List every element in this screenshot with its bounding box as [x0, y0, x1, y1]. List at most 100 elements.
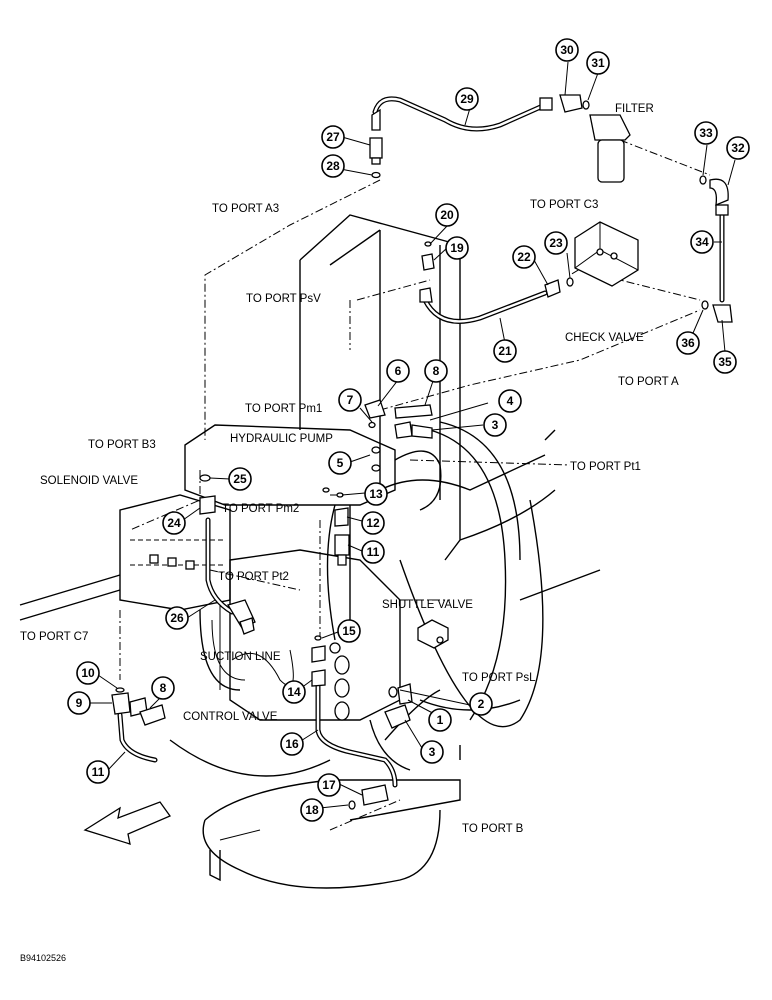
fittings [111, 94, 733, 810]
svg-text:36: 36 [681, 336, 695, 350]
svg-text:8: 8 [433, 364, 440, 378]
svg-text:3: 3 [492, 418, 499, 432]
callout-27: 27 [321, 125, 345, 149]
svg-text:24: 24 [167, 516, 181, 530]
callout-19: 19 [445, 236, 469, 260]
svg-text:17: 17 [322, 778, 336, 792]
callout-8-lower: 8 [151, 676, 175, 700]
callout-9: 9 [67, 691, 91, 715]
callout-6: 6 [386, 359, 410, 383]
callout-7: 7 [338, 388, 362, 412]
label-to-port-c3: TO PORT C3 [530, 199, 598, 211]
callout-12: 12 [361, 511, 385, 535]
callout-35: 35 [713, 350, 737, 374]
label-to-port-a: TO PORT A [618, 376, 679, 388]
callout-1: 1 [428, 708, 452, 732]
svg-text:34: 34 [695, 235, 709, 249]
label-to-port-pm2: TO PORT Pm2 [222, 503, 299, 515]
callout-30: 30 [555, 38, 579, 62]
svg-text:4: 4 [507, 394, 514, 408]
callout-25: 25 [228, 467, 252, 491]
callout-23: 23 [544, 231, 568, 255]
label-to-port-psv: TO PORT PsV [246, 293, 321, 305]
svg-text:15: 15 [342, 624, 356, 638]
callout-24: 24 [162, 511, 186, 535]
svg-text:13: 13 [369, 487, 383, 501]
label-to-port-psl: TO PORT PsL [462, 672, 536, 684]
svg-text:28: 28 [326, 159, 340, 173]
svg-text:7: 7 [347, 393, 354, 407]
svg-text:2: 2 [478, 697, 485, 711]
callout-36: 36 [676, 331, 700, 355]
svg-text:18: 18 [305, 803, 319, 817]
label-to-port-pt2: TO PORT Pt2 [218, 571, 289, 583]
callout-4: 4 [498, 389, 522, 413]
frame-outlines [19, 214, 601, 889]
label-solenoid-valve: SOLENOID VALVE [40, 475, 138, 487]
svg-text:11: 11 [367, 545, 380, 559]
svg-text:31: 31 [591, 56, 605, 70]
label-filter: FILTER [615, 103, 654, 115]
callout-22: 22 [512, 245, 536, 269]
svg-text:27: 27 [326, 130, 340, 144]
svg-text:1: 1 [437, 713, 444, 727]
callout-28: 28 [321, 154, 345, 178]
label-hydraulic-pump-text: HYDRAULIC PUMP [230, 433, 333, 445]
callout-33: 33 [694, 121, 718, 145]
callout-2: 2 [469, 692, 493, 716]
label-check-valve: CHECK VALVE [565, 332, 644, 344]
callout-leaders [90, 61, 736, 809]
svg-text:10: 10 [81, 666, 95, 680]
drawing-code: B94102526 [20, 953, 66, 963]
hoses [117, 96, 725, 788]
svg-text:33: 33 [699, 126, 713, 140]
svg-text:19: 19 [450, 241, 464, 255]
label-to-port-pt1: TO PORT Pt1 [570, 461, 641, 473]
callout-11: 11 [361, 540, 385, 564]
front-arrow [83, 801, 171, 845]
port-leaders [119, 139, 711, 831]
svg-text:22: 22 [517, 250, 531, 264]
svg-text:14: 14 [287, 685, 301, 699]
svg-text:12: 12 [366, 516, 380, 530]
svg-text:16: 16 [285, 737, 299, 751]
callout-29: 29 [455, 87, 479, 111]
label-control-valve: CONTROL VALVE [183, 711, 278, 723]
label-shuttle-valve: SHUTTLE VALVE [382, 599, 473, 611]
label-to-port-pm1: TO PORT Pm1 [245, 403, 322, 415]
svg-text:21: 21 [498, 344, 512, 358]
callout-18: 18 [300, 798, 324, 822]
callout-20: 20 [435, 203, 459, 227]
callouts: 1 2 3 3 4 5 6 7 8 8 9 10 11 11 12 13 14 … [67, 38, 750, 822]
svg-text:11: 11 [92, 765, 105, 779]
svg-text:30: 30 [560, 43, 574, 57]
svg-text:35: 35 [718, 355, 732, 369]
callout-16: 16 [280, 732, 304, 756]
svg-text:23: 23 [549, 236, 563, 250]
label-suction-line: SUCTION LINE [200, 651, 281, 663]
callout-31: 31 [586, 51, 610, 75]
label-to-port-b3: TO PORT B3 [88, 439, 156, 451]
svg-text:8: 8 [160, 681, 167, 695]
text-labels: FILTER TO PORT A3 TO PORT C3 TO PORT PsV… [20, 103, 679, 963]
svg-text:25: 25 [233, 472, 247, 486]
svg-text:20: 20 [440, 208, 454, 222]
svg-text:3: 3 [429, 745, 436, 759]
svg-text:9: 9 [76, 696, 83, 710]
svg-text:6: 6 [395, 364, 402, 378]
svg-text:5: 5 [337, 456, 344, 470]
callout-5: 5 [328, 451, 352, 475]
label-to-port-c7: TO PORT C7 [20, 631, 88, 643]
callout-13: 13 [364, 482, 388, 506]
label-to-port-a3: TO PORT A3 [212, 203, 279, 215]
svg-text:29: 29 [460, 92, 474, 106]
callout-3: 3 [483, 413, 507, 437]
svg-text:26: 26 [170, 611, 184, 625]
callout-15: 15 [337, 619, 361, 643]
callout-17: 17 [317, 773, 341, 797]
callout-8: 8 [424, 359, 448, 383]
callout-10: 10 [76, 661, 100, 685]
callout-11-lower: 11 [86, 760, 110, 784]
